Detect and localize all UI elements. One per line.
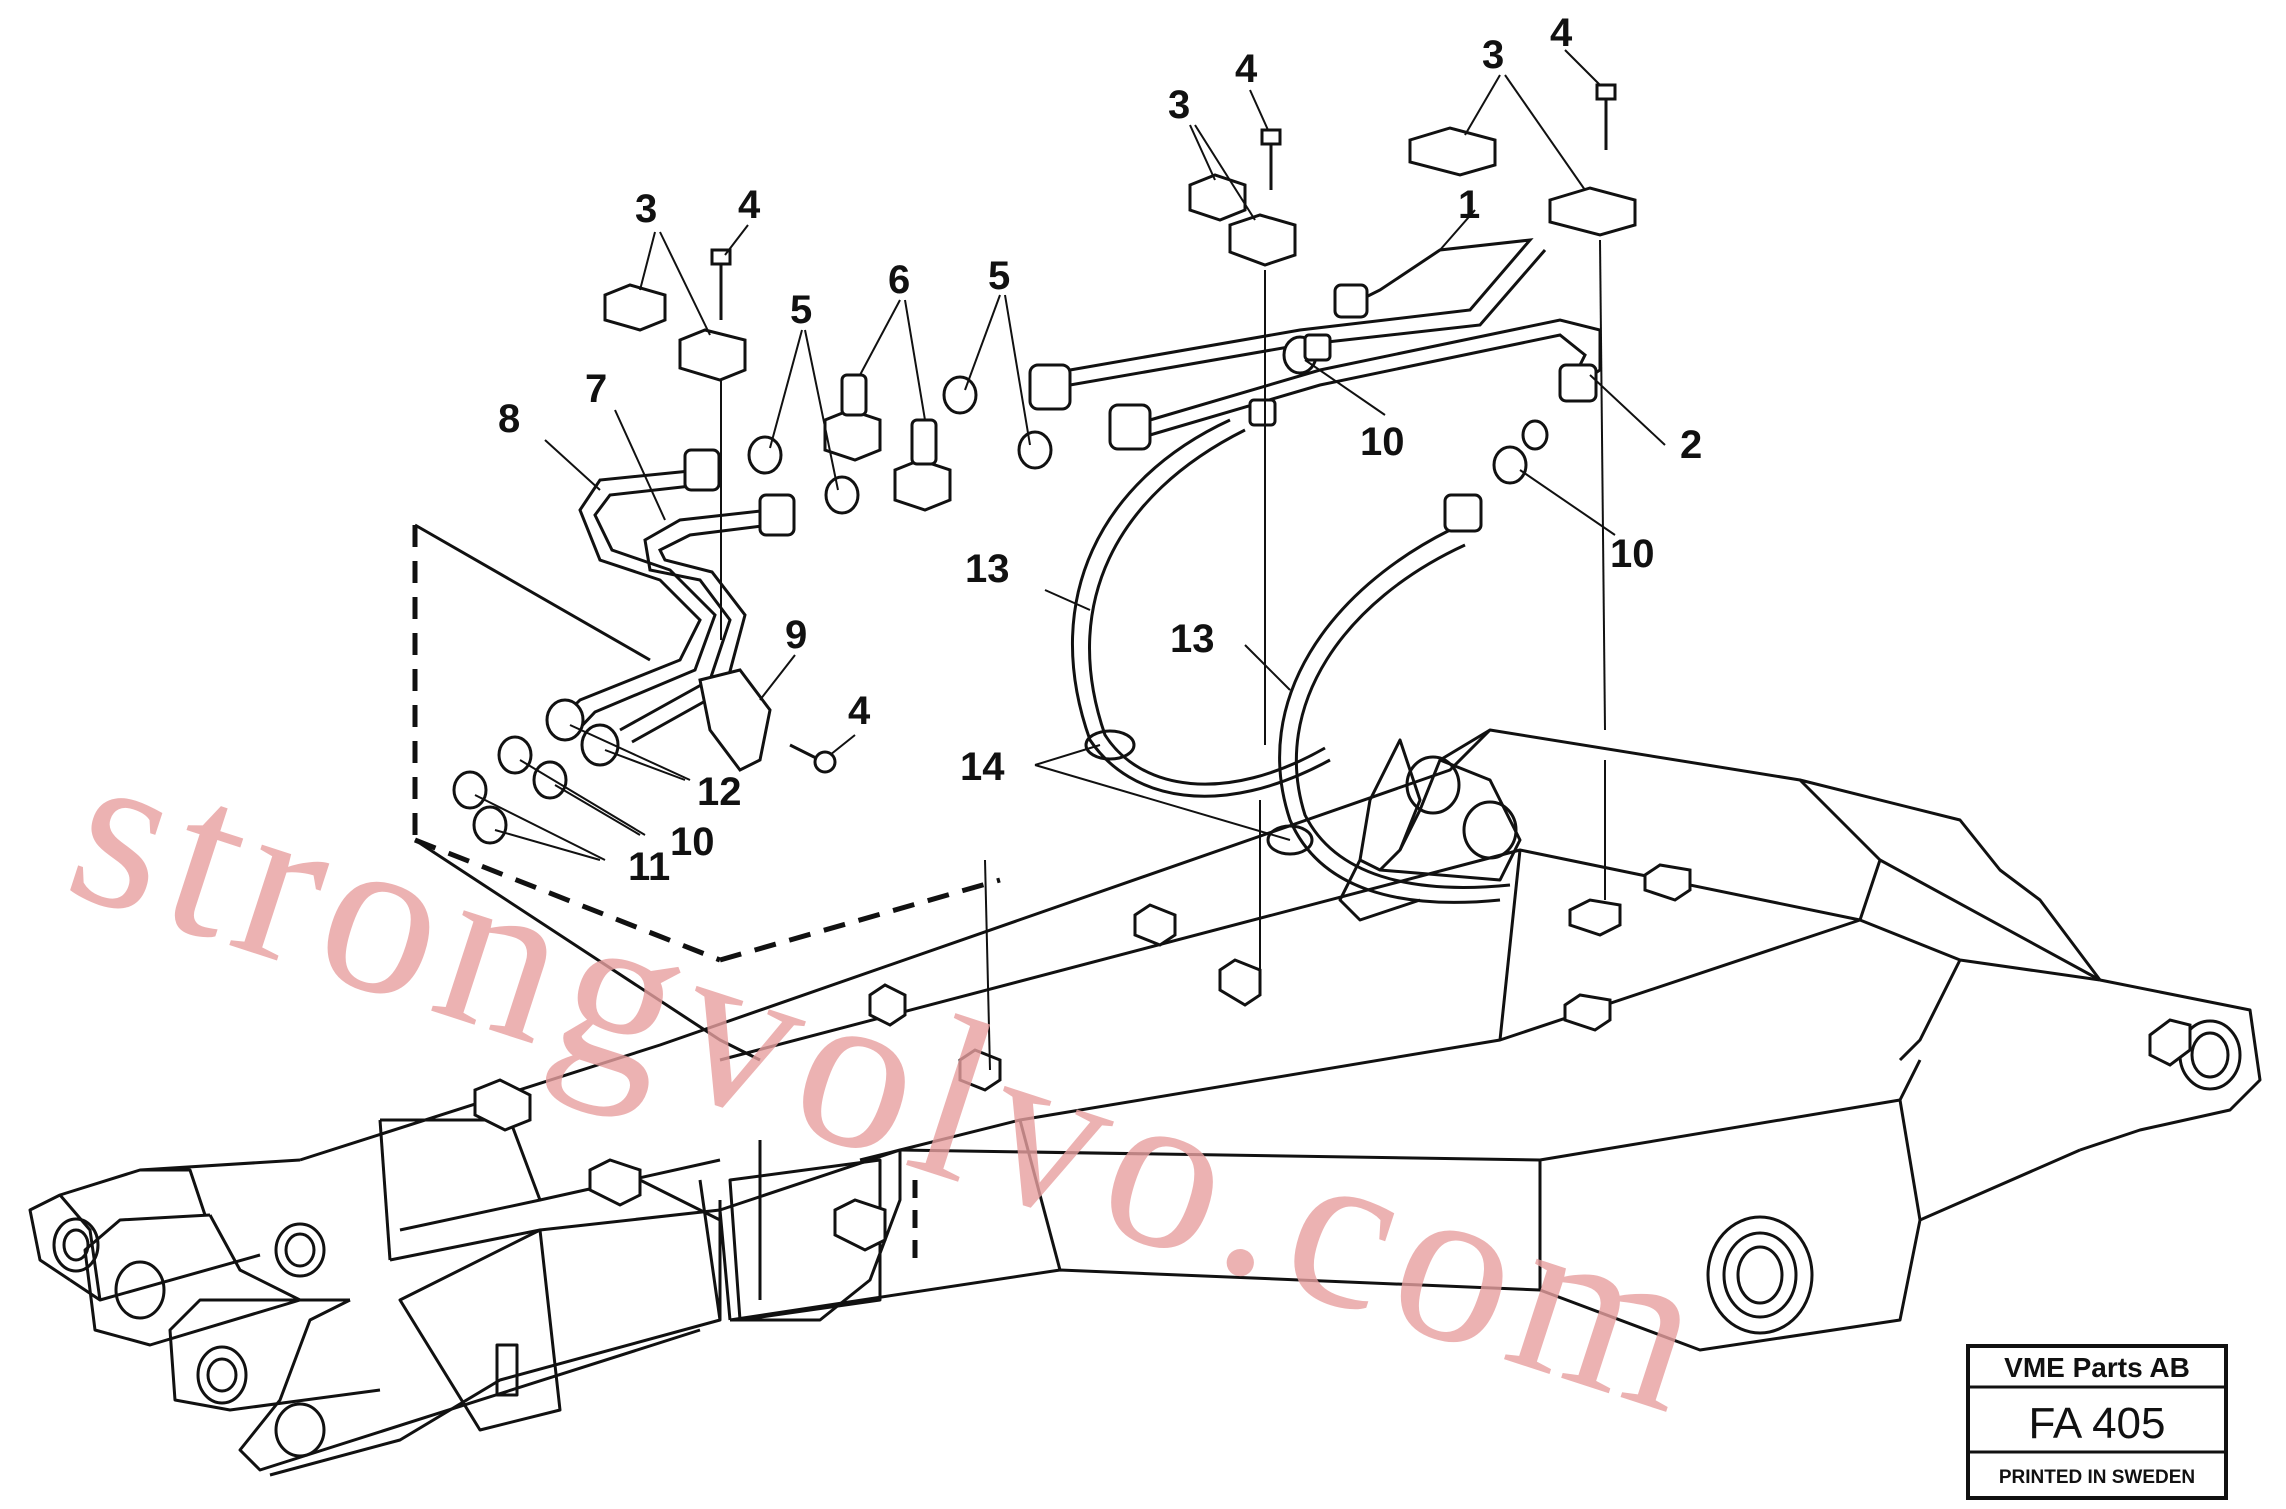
leader-lines [474,49,1666,1071]
callout-4: 4 [738,183,761,227]
callout-8: 8 [498,397,520,441]
callout-13: 13 [965,547,1010,591]
rigid-pipes [558,238,1602,744]
callout-4: 4 [1235,47,1258,91]
callout-5: 5 [988,254,1010,298]
callout-3: 3 [1482,33,1504,77]
callout-12: 12 [697,770,742,814]
boom-clamp-blocks [473,863,2192,1252]
callout-14: 14 [960,745,1005,789]
callout-1: 1 [1458,183,1480,227]
callout-10: 10 [1360,420,1405,464]
callout-11: 11 [628,845,670,889]
bolts [710,83,1617,320]
callout-6: 6 [888,258,910,302]
callout-3: 3 [635,187,657,231]
callout-5: 5 [790,288,812,332]
callout-labels: 1 2 3 3 3 4 4 4 4 5 5 6 7 8 9 10 10 10 1… [498,11,1702,889]
callout-7: 7 [585,367,607,411]
title-block-printed: PRINTED IN SWEDEN [1999,1467,2195,1488]
callout-9: 9 [785,613,807,657]
callout-3: 3 [1168,83,1190,127]
title-block-company: VME Parts AB [2004,1352,2190,1383]
callout-13: 13 [1170,617,1215,661]
callout-10: 10 [1610,532,1655,576]
callout-4: 4 [848,689,871,733]
hoses [1070,418,1511,904]
callout-10: 10 [670,820,715,864]
fittings [452,283,1598,845]
callout-4: 4 [1550,11,1573,55]
callout-2: 2 [1680,423,1702,467]
clamp-halves [603,126,1637,382]
title-block: VME Parts AB FA 405 PRINTED IN SWEDEN [1966,1344,2228,1500]
title-block-code: FA 405 [2028,1399,2165,1448]
